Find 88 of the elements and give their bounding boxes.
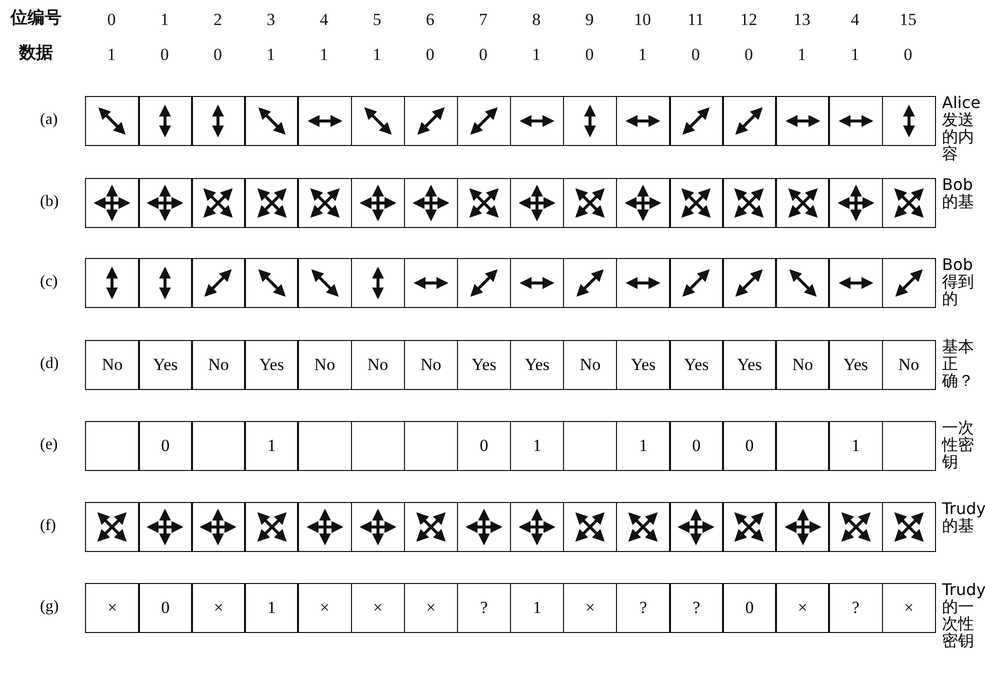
- row-label: (e): [40, 436, 59, 454]
- table-cell: 0: [722, 421, 777, 471]
- table-cell: Yes: [138, 340, 193, 390]
- table-cell: ?: [828, 583, 883, 633]
- table-cell: Yes: [722, 340, 777, 390]
- column-header: 4: [850, 10, 860, 30]
- row-label: (d): [40, 355, 60, 373]
- table-cell: ×: [404, 583, 458, 633]
- table-cell: 1: [510, 583, 564, 633]
- row-header: 数据: [18, 43, 54, 63]
- table-cell: No: [350, 340, 406, 390]
- row-caption: 基本正确？: [942, 338, 975, 389]
- column-header: 0: [424, 45, 436, 65]
- table-cell: 0: [138, 583, 193, 633]
- table-cell: Yes: [244, 340, 299, 390]
- column-header: 0: [478, 45, 488, 65]
- table-cell: ?: [616, 583, 671, 633]
- column-header: 10: [633, 10, 652, 30]
- table-cell: Yes: [616, 340, 671, 390]
- table-cell: ×: [775, 583, 830, 633]
- column-header: 6: [424, 10, 436, 30]
- table-cell: 1: [244, 421, 299, 471]
- column-header: 0: [159, 45, 170, 65]
- table-cell: 0: [138, 421, 193, 471]
- row-label: (b): [40, 193, 60, 211]
- table-cell: No: [882, 340, 936, 390]
- table-cell: ×: [350, 583, 406, 633]
- column-header: 5: [372, 10, 382, 30]
- table-cell: No: [85, 340, 140, 390]
- column-header: 0: [212, 45, 223, 65]
- table-cell: 1: [510, 421, 564, 471]
- table-cell: 0: [456, 421, 512, 471]
- table-cell: No: [191, 340, 246, 390]
- table-cell: No: [404, 340, 458, 390]
- row-label: (c): [40, 273, 59, 291]
- row-caption: Trudy 的一次性密钥: [942, 581, 985, 649]
- row-caption: Trudy 的基: [942, 500, 985, 534]
- table-cell: ×: [882, 583, 936, 633]
- row-label: (a): [40, 111, 59, 129]
- column-header: 11: [686, 10, 705, 30]
- table-cell: Yes: [669, 340, 724, 390]
- column-header: 15: [898, 10, 918, 30]
- table-cell: 1: [828, 421, 883, 471]
- column-header: 4: [318, 10, 330, 30]
- column-header: 0: [106, 10, 117, 30]
- column-header: 1: [372, 45, 382, 65]
- table-cell: 1: [244, 583, 299, 633]
- column-header: 1: [637, 45, 648, 65]
- column-header: 2: [212, 10, 223, 30]
- column-header: 3: [266, 10, 276, 30]
- row-label: (f): [40, 517, 57, 535]
- table-cell: 0: [669, 421, 724, 471]
- column-header: 1: [796, 45, 808, 65]
- table-cell: No: [562, 340, 618, 390]
- table-cell: No: [297, 340, 352, 390]
- column-header: 8: [531, 10, 542, 30]
- column-header: 1: [850, 45, 860, 65]
- table-cell: Yes: [828, 340, 883, 390]
- row-caption: 一次性密钥: [942, 419, 975, 470]
- table-cell: Yes: [510, 340, 564, 390]
- table-cell: ×: [297, 583, 352, 633]
- table-cell: ×: [191, 583, 246, 633]
- table-cell: ×: [85, 583, 140, 633]
- row-caption: Bob 得到的: [942, 256, 975, 307]
- column-header: 1: [318, 45, 330, 65]
- column-header: 1: [159, 10, 170, 30]
- column-header: 9: [584, 10, 595, 30]
- table-cell: Yes: [456, 340, 512, 390]
- table-cell: No: [775, 340, 830, 390]
- row-label: (g): [40, 598, 60, 616]
- column-header: 13: [792, 10, 812, 30]
- column-header: 0: [743, 45, 754, 65]
- table-cell: ?: [456, 583, 512, 633]
- column-header: 0: [690, 45, 701, 65]
- column-header: 0: [902, 45, 914, 65]
- column-header: 1: [266, 45, 276, 65]
- column-header: 1: [531, 45, 542, 65]
- row-caption: Alice 发送的内容: [942, 94, 982, 162]
- column-header: 0: [584, 45, 595, 65]
- table-cell: ?: [669, 583, 724, 633]
- column-header: 7: [478, 10, 488, 30]
- table-cell: 1: [616, 421, 671, 471]
- row-header: 位编号: [9, 8, 62, 28]
- table-cell: ×: [562, 583, 618, 633]
- column-header: 1: [106, 45, 117, 65]
- row-caption: Bob 的基: [942, 176, 975, 210]
- column-header: 12: [739, 10, 758, 30]
- table-cell: 0: [722, 583, 777, 633]
